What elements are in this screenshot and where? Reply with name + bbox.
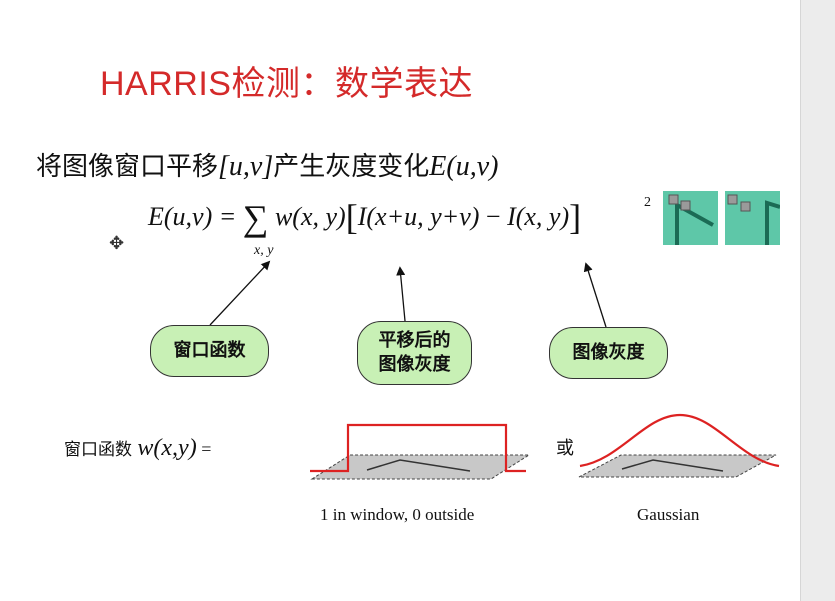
gaussian-window-plot: [578, 413, 780, 478]
subtitle-text: 将图像窗口平移: [36, 152, 219, 182]
caption-box-window: 1 in window, 0 outside: [320, 505, 475, 524]
window-function-definition: 窗口函数 w(x,y) =: [64, 435, 211, 462]
formula-window-term: w(x, y): [274, 202, 346, 231]
arrow-shifted-intensity: [396, 266, 406, 322]
diagram-graphics: [209, 260, 780, 480]
formula-exponent: 2: [644, 195, 651, 210]
callout-shifted-line1: 平移后的: [378, 330, 451, 351]
window-def-equals: =: [196, 439, 212, 459]
sum-subscript: x, y: [254, 243, 274, 258]
slide: HARRIS检测：数学表达 将图像窗口平移[u,v]产生灰度变化E(u,v) E…: [0, 0, 800, 601]
arrow-window-function: [209, 260, 271, 326]
caption-gaussian: Gaussian: [637, 505, 700, 524]
formula-minus: −: [479, 202, 508, 231]
callout-intensity: 图像灰度: [549, 327, 668, 379]
window-thumbnail-shifted: [725, 191, 781, 245]
callout-window-function: 窗口函数: [150, 325, 269, 377]
sum-symbol: ∑: [242, 198, 269, 238]
right-bracket: ]: [569, 197, 582, 237]
subtitle-energy-expr: E(u,v): [429, 151, 499, 182]
right-scroll-panel[interactable]: [800, 0, 835, 601]
slide-title: HARRIS检测：数学表达: [100, 65, 473, 103]
slide-subtitle: 将图像窗口平移[u,v]产生灰度变化E(u,v): [36, 146, 498, 183]
window-def-expr: w(x,y): [137, 435, 197, 461]
subtitle-text-2: 产生灰度变化: [273, 152, 430, 182]
formula-shifted-term: I(x+u, y+v): [357, 202, 480, 231]
callout-shifted-line2: 图像灰度: [378, 354, 451, 375]
left-bracket: [: [345, 197, 358, 237]
formula-lhs: E(u,v) =: [148, 202, 243, 231]
arrow-intensity: [583, 262, 607, 328]
subtitle-shift-var: [u,v]: [218, 151, 274, 182]
window-thumbnail-original: [663, 191, 718, 245]
or-label: 或: [556, 438, 574, 459]
callout-shifted-intensity: 平移后的 图像灰度: [357, 321, 472, 385]
box-window-plot: [310, 423, 531, 480]
harris-formula: E(u,v) = ∑ w(x, y)[I(x+u, y+v) − I(x, y)…: [148, 196, 581, 239]
formula-intensity-term: I(x, y): [507, 202, 570, 231]
window-def-label: 窗口函数: [64, 440, 132, 460]
move-cursor-icon: ✥: [109, 233, 125, 254]
